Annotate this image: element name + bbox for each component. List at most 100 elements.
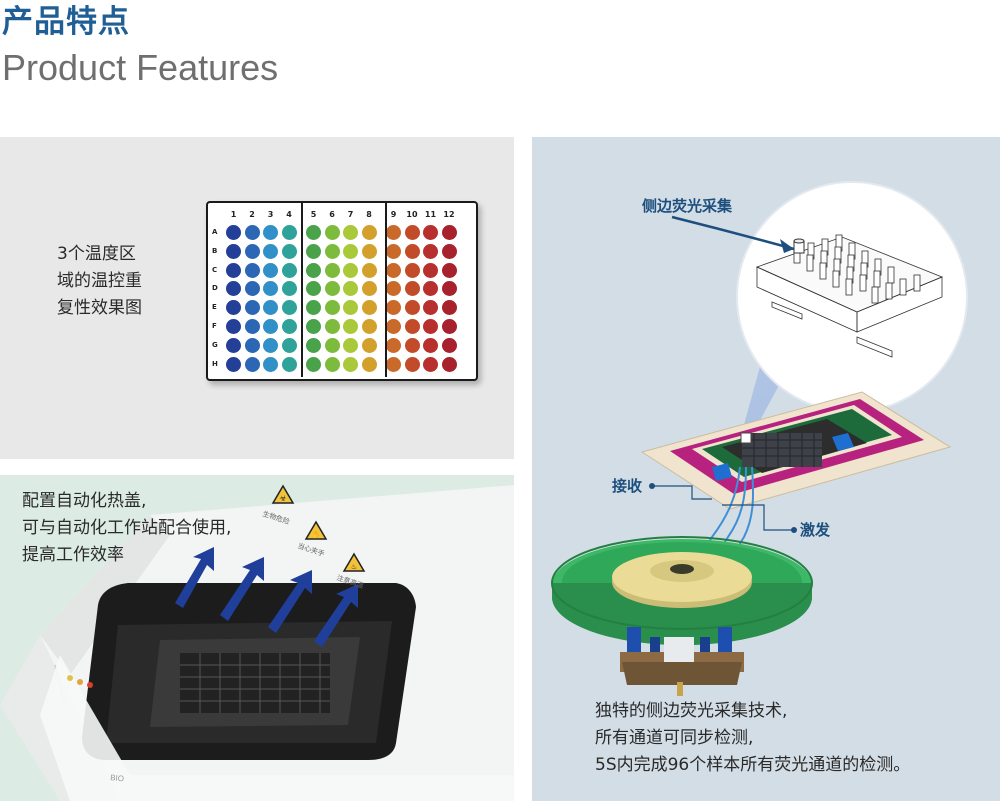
plate-well [361,300,377,316]
plate-well [441,281,457,297]
plate-column-number: 4 [286,210,292,219]
plate-well [361,281,377,297]
caption-line: 配置自动化热盖, [22,491,147,511]
plate-row-letter: A [212,228,218,236]
plate-column-number: 2 [249,210,255,219]
plate-well [263,243,278,259]
plate-well [361,225,377,240]
temperature-caption: 3个温度区 域的温控重 复性效果图 [57,241,142,322]
plate-well [324,300,340,316]
plate-column-number: 7 [347,210,354,219]
caption-line: 复性效果图 [57,298,142,318]
page-title-en: Product Features [2,47,279,88]
plate-row-letter: C [212,265,218,274]
plate-column-number: 3 [267,210,274,219]
hot-lid-panel: BIO ☣ ✋ ♨ 生物危险 当心夹手 注意高温 配置自动化热盖, 可与自动化工… [0,475,514,801]
plate-well [324,225,340,240]
plate-column-number: 12 [443,210,455,219]
plate-well [281,300,297,316]
plate-well [306,337,321,353]
receive-label: 接收 [612,477,643,495]
caption-line: 可与自动化工作站配合使用, [22,518,232,538]
plate-well [441,300,457,316]
plate-well [404,319,420,334]
plate-well [423,356,438,372]
plate-well [386,262,401,278]
plate-column-number: 11 [424,210,437,219]
caption-line: 提高工作效率 [22,545,124,565]
plate-well [324,319,340,334]
plate-well [343,225,358,240]
plate-well [404,356,420,372]
plate-well [343,300,358,316]
plate-well [244,243,260,259]
plate-well [226,225,241,240]
plate-well [263,319,278,334]
plate-well [404,281,420,297]
plate-well [386,319,401,334]
plate-well [226,281,241,297]
caption-line: 3个温度区 [57,244,136,264]
plate-well [263,356,278,372]
plate-well [226,243,241,259]
plate-well [306,300,321,316]
plate-well [263,337,278,353]
plate-well [386,337,401,353]
svg-text:✋: ✋ [312,530,321,539]
plate-column-number: 10 [406,210,418,219]
plate-well [281,243,297,259]
plate-well [441,262,457,278]
plate-zone-divider [385,201,387,377]
plate-well [324,281,340,297]
plate-well [441,356,457,372]
plate-well [306,225,321,240]
plate-well [263,262,278,278]
plate-column-number: 5 [310,210,317,219]
plate-well [361,262,377,278]
caption-line: 域的温控重 [57,271,142,291]
plate-well [343,319,358,334]
plate-well [361,356,377,372]
plate-column-number: 1 [230,210,237,219]
plate-column-number: 8 [366,210,372,219]
fluorescence-panel: 侧边荧光采集 接收 激发 独特的侧边荧光采集技术, 所有通道可同步检测, 5S内… [532,137,1000,801]
plate-row-letter: F [212,322,217,330]
svg-text:♨: ♨ [351,563,357,571]
plate-row-letter: E [212,303,217,312]
plate-well [263,281,278,297]
plate-column-number: 9 [390,210,397,219]
plate-well [386,243,401,259]
instrument-illustration: BIO ☣ ✋ ♨ [0,484,514,801]
plate-well [324,243,340,259]
plate-well [226,319,241,334]
plate-well [263,225,278,240]
plate-well [226,300,241,316]
plate-well [423,243,438,259]
plate-well [281,319,297,334]
optics-illustration [551,181,968,696]
plate-well [423,281,438,297]
plate-well [404,262,420,278]
plate-row-letter: H [212,359,218,368]
plate-well [226,356,241,372]
plate-well [306,319,321,334]
plate-row-letter: D [212,284,218,293]
plate-well [244,262,260,278]
plate-well [343,356,358,372]
plate-well [244,319,260,334]
plate-well [423,337,438,353]
plate-well [343,281,358,297]
plate-well [281,225,297,240]
plate-well [343,337,358,353]
plate-well [386,356,401,372]
plate-well [244,300,260,316]
plate-well [404,243,420,259]
plate-well [244,225,260,240]
plate-well [244,337,260,353]
plate-well [306,243,321,259]
plate-well [324,356,340,372]
plate-row-letter: B [212,246,218,255]
caption-line: 所有通道可同步检测, [595,728,754,748]
plate-well [281,356,297,372]
side-fluorescence-label: 侧边荧光采集 [642,197,733,215]
